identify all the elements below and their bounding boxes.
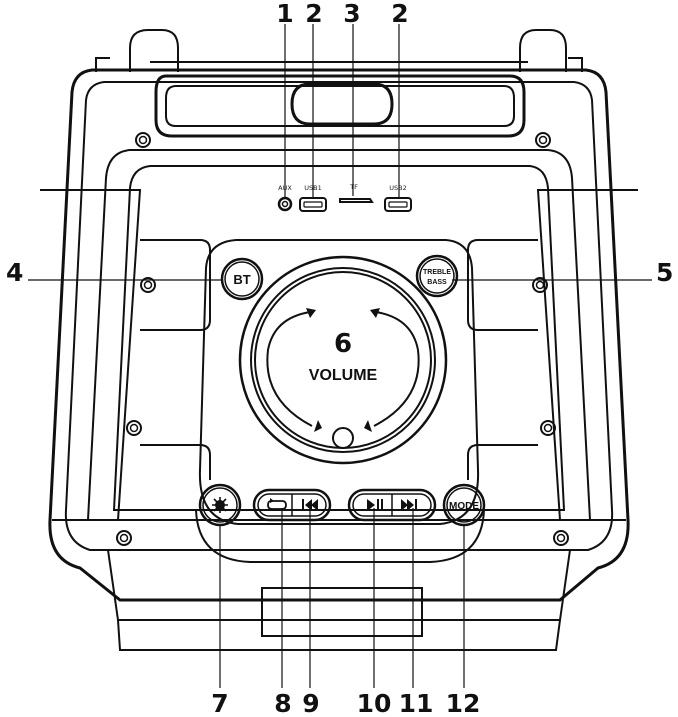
handle-center-grip [290, 82, 394, 126]
callout-7: 7 [211, 689, 228, 717]
callout-4: 4 [6, 258, 23, 287]
volume-down-arc [266, 311, 313, 427]
bt-label: BT [233, 272, 250, 287]
callout-1: 1 [276, 0, 293, 28]
outer-shell [48, 68, 630, 602]
treble-bass-button[interactable]: TREBLE BASS [415, 254, 459, 298]
callout-8: 8 [274, 689, 291, 717]
light-icon [212, 497, 228, 513]
next-icon [401, 499, 417, 511]
handle-grip [154, 74, 526, 138]
control-panel [198, 239, 480, 525]
bt-button[interactable]: BT [220, 257, 264, 301]
port-row: AUX USB1 TF USB2 [277, 183, 412, 212]
play-pause-button[interactable] [356, 495, 390, 515]
aux-jack[interactable] [277, 196, 293, 212]
tf-slot[interactable] [339, 198, 374, 203]
callout-10: 10 [357, 689, 392, 717]
previous-icon [302, 499, 318, 511]
repeat-prev-rocker [252, 488, 332, 522]
next-button[interactable] [394, 495, 428, 515]
volume-knob[interactable]: 6 VOLUME [238, 255, 448, 465]
arrow-head-icon [370, 308, 380, 318]
callout-3: 3 [343, 0, 360, 28]
play-pause-icon [367, 499, 383, 511]
callout-9: 9 [302, 689, 319, 717]
volume-up-arc [373, 311, 420, 427]
volume-label: VOLUME [309, 367, 378, 384]
left-handle-post [129, 29, 179, 72]
bottom-window [261, 587, 423, 637]
callout-2-usb2: 2 [391, 0, 408, 28]
arrow-head-icon [314, 420, 322, 432]
treble-label: TREBLE [423, 269, 451, 276]
arrow-head-icon [306, 308, 316, 318]
tf-label: TF [349, 183, 358, 191]
usb2-port[interactable] [384, 197, 412, 212]
callout-6: 6 [334, 329, 352, 359]
mode-label: MODE [449, 501, 479, 512]
callout-12: 12 [446, 689, 481, 717]
previous-button[interactable] [294, 495, 324, 515]
right-handle-post [519, 29, 567, 72]
bass-label: BASS [427, 279, 447, 286]
top-callouts: 1 2 3 2 [276, 0, 409, 198]
side-callouts: 4 5 [6, 258, 673, 287]
repeat-button[interactable] [262, 495, 290, 515]
callout-11: 11 [399, 689, 434, 717]
knob-indicator [332, 427, 354, 449]
screw-icon [116, 132, 569, 546]
bottom-callouts: 7 8 9 10 11 12 [211, 508, 480, 717]
usb2-label: USB2 [389, 184, 406, 192]
play-next-rocker [347, 488, 437, 522]
callout-2-usb1: 2 [305, 0, 322, 28]
speaker-body [40, 29, 638, 651]
arrow-head-icon [364, 420, 372, 432]
callout-5: 5 [656, 258, 673, 287]
